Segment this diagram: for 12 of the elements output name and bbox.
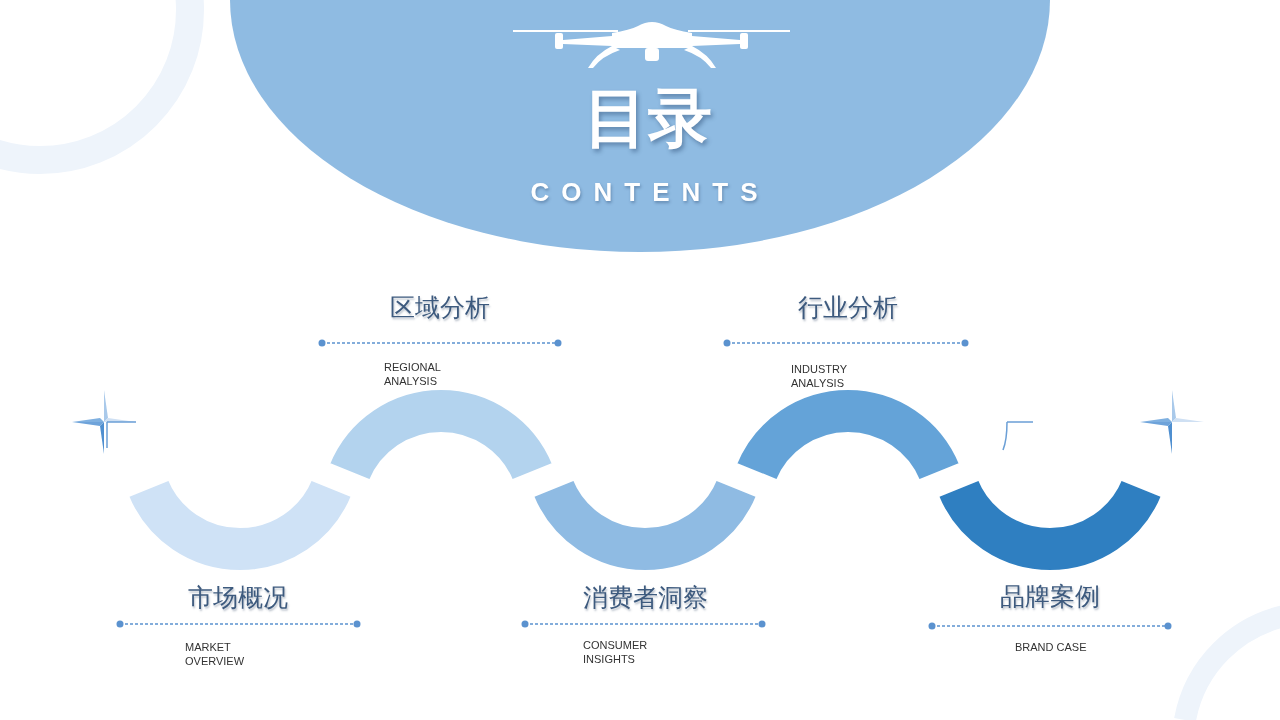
section-subheading: REGIONAL ANALYSIS (384, 360, 442, 388)
subtitle: CONTENTS (529, 176, 771, 208)
title: 目录 (583, 80, 713, 157)
section-heading: 消费者洞察 (582, 583, 708, 613)
section-heading: 品牌案例 (1000, 582, 1100, 612)
section-heading: 市场概况 (188, 583, 288, 613)
section-heading: 行业分析 (798, 293, 898, 323)
section-subheading: MARKET OVERVIEW (185, 640, 246, 668)
section-heading: 区域分析 (390, 293, 490, 323)
section-subheading: INDUSTRY ANALYSIS (791, 362, 848, 390)
section-subheading: BRAND CASE (1015, 640, 1088, 654)
section-subheading: CONSUMER INSIGHTS (583, 638, 649, 666)
